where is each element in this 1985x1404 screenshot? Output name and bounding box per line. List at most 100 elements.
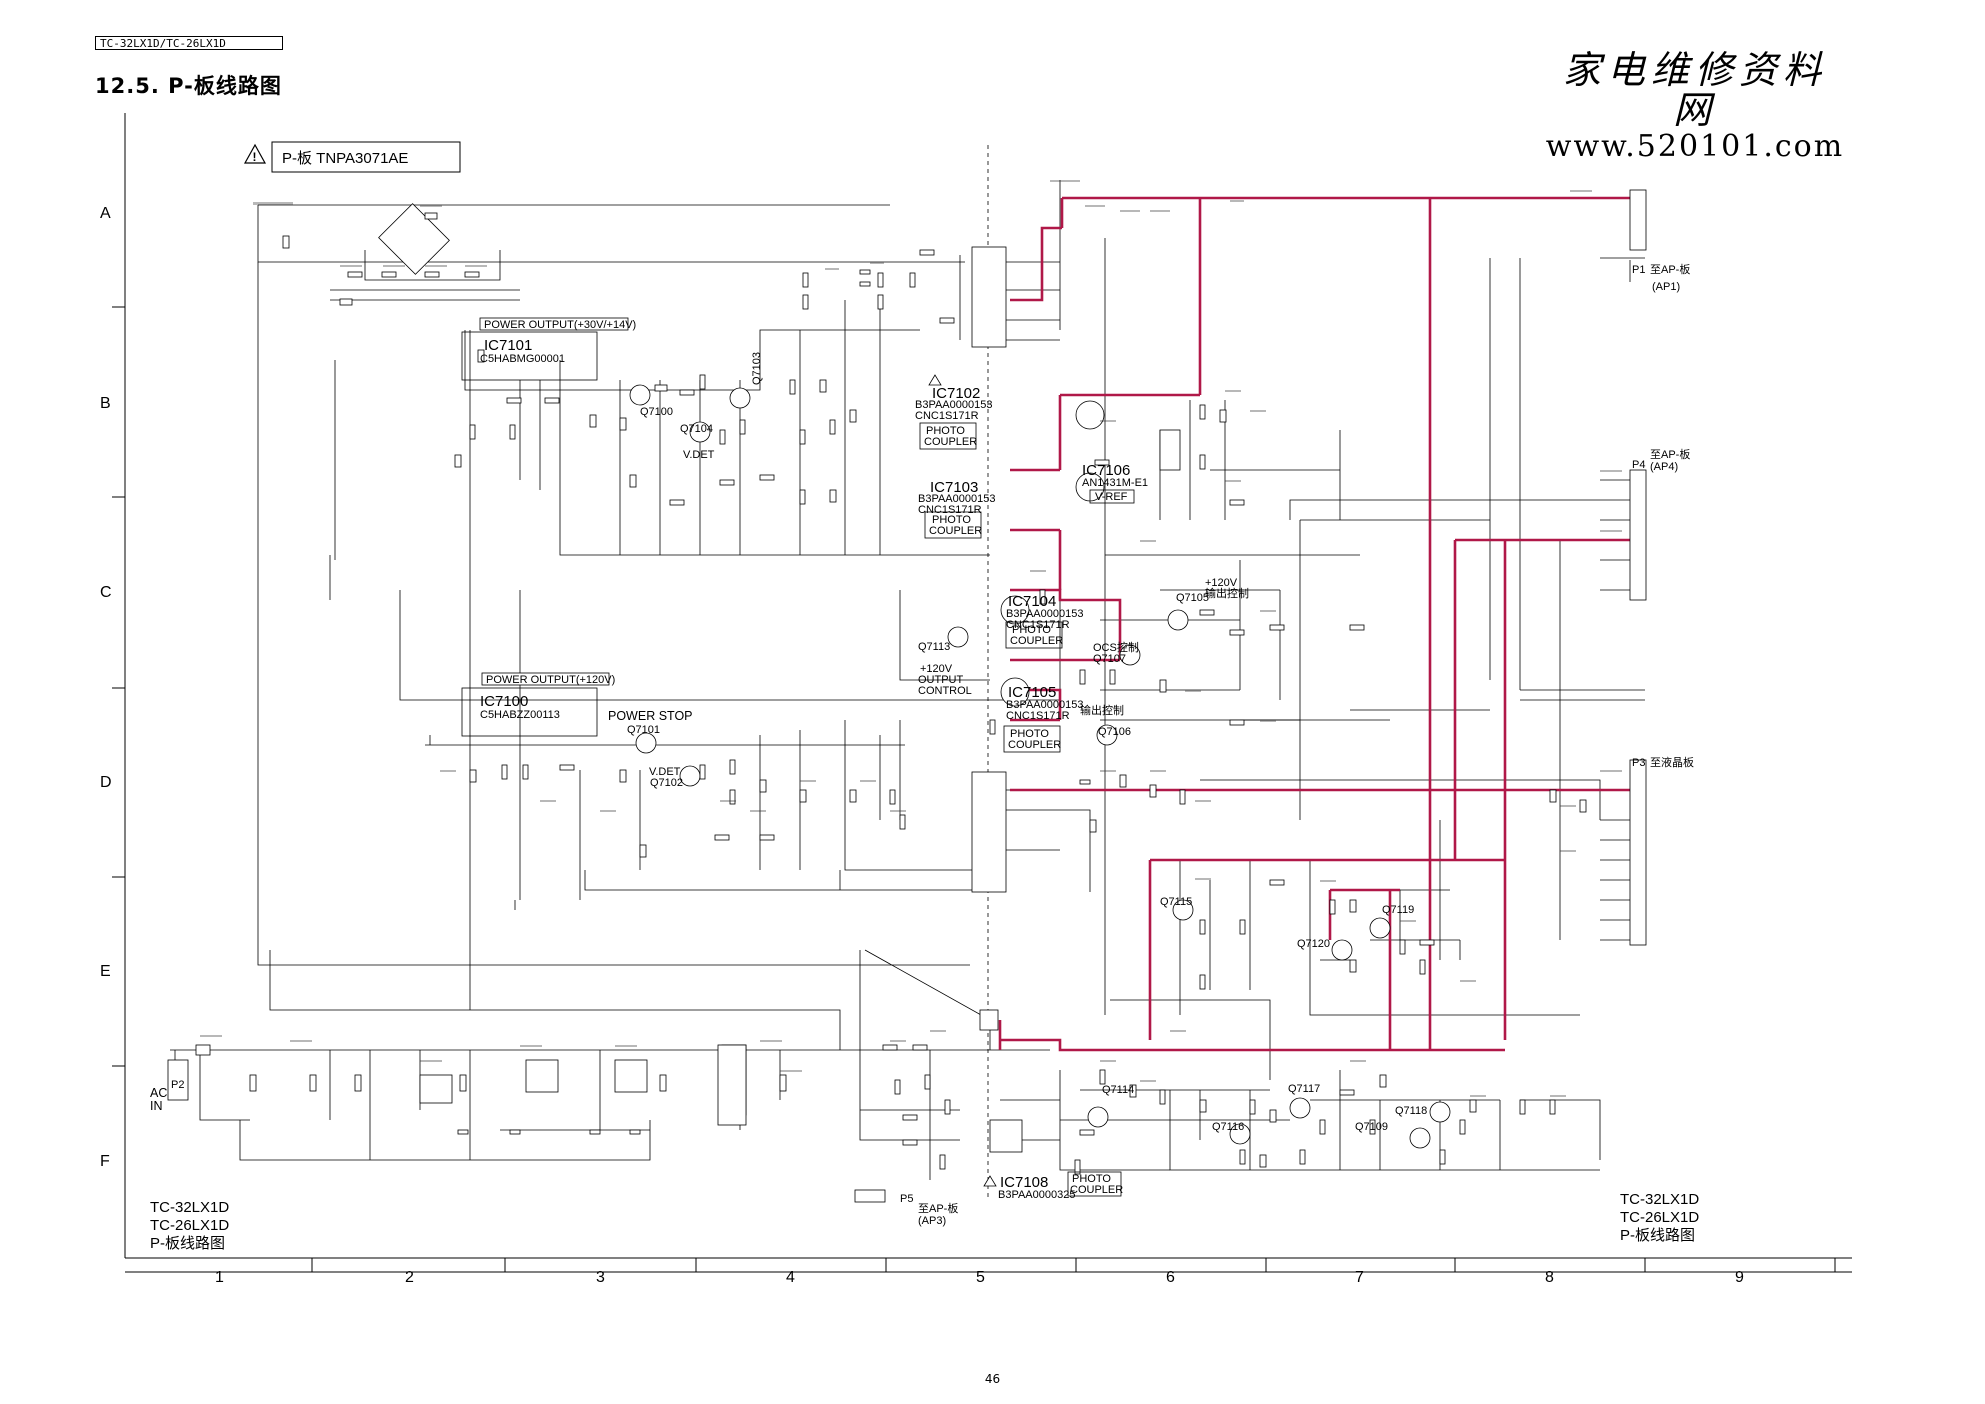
label-ic7104-part: B3PAA0000153 xyxy=(1006,608,1083,620)
grid-row-labels: A B C D E F xyxy=(100,205,112,1170)
label-output: OUTPUT xyxy=(918,674,964,686)
label-p2: P2 xyxy=(171,1079,184,1091)
label-ic7103-photo: PHOTO xyxy=(932,514,971,526)
label-ic7100: IC7100 xyxy=(480,693,528,710)
label-plus120v: +120V xyxy=(920,663,953,675)
label-q7115: Q7115 xyxy=(1160,896,1192,908)
col-label-3: 3 xyxy=(596,1269,605,1286)
label-ac-in-2: IN xyxy=(150,1099,163,1113)
label-ic7101-part: C5HABMG00001 xyxy=(480,353,565,365)
label-ic7104: IC7104 xyxy=(1008,593,1056,610)
warning-icon xyxy=(243,143,267,164)
label-p5: P5 xyxy=(900,1193,913,1205)
label-vdet-2: V.DET xyxy=(649,766,681,778)
grid-frame xyxy=(112,113,1852,1273)
col-label-4: 4 xyxy=(786,1269,795,1286)
label-ic7102-coupler: COUPLER xyxy=(924,436,977,448)
label-ic7102-part2: CNC1S171R xyxy=(915,410,979,422)
board-label: ! P-板 TNPA3071AE xyxy=(243,141,461,173)
highlighted-traces xyxy=(998,196,1645,1052)
label-q7105: Q7105 xyxy=(1176,592,1209,604)
label-power-stop: POWER STOP xyxy=(608,709,693,723)
label-ic7108-photo: PHOTO xyxy=(1072,1173,1111,1185)
label-q7114: Q7114 xyxy=(1102,1084,1134,1096)
label-q7101: Q7101 xyxy=(627,724,660,736)
col-label-8: 8 xyxy=(1545,1269,1554,1286)
label-ic7102: IC7102 xyxy=(932,385,980,402)
watermark-line2: www.520101.com xyxy=(1545,129,1845,164)
row-label-d: D xyxy=(100,774,112,791)
label-p4: P4 xyxy=(1632,459,1645,471)
col-label-5: 5 xyxy=(976,1269,985,1286)
label-power-output-120v: POWER OUTPUT(+120V) xyxy=(486,674,615,686)
wiring xyxy=(170,180,1645,1180)
label-ic7105-photo: PHOTO xyxy=(1010,728,1049,740)
label-ic7104-photo: PHOTO xyxy=(1012,624,1051,636)
footer-left-line1: TC-32LX1D xyxy=(150,1199,229,1216)
label-ic7105-part: B3PAA0000153 xyxy=(1006,699,1083,711)
label-q7106-ctrl: 输出控制 xyxy=(1080,703,1124,717)
label-ic7105-part2: CNC1S171R xyxy=(1006,710,1070,722)
schematic-labels: POWER OUTPUT(+30V/+14V) IC7101 C5HABMG00… xyxy=(150,262,1699,1252)
footer-left-line3: P-板线路图 xyxy=(150,1234,225,1252)
label-ic7100-part: C5HABZZ00113 xyxy=(480,709,560,721)
label-ic7105-coupler: COUPLER xyxy=(1008,739,1061,751)
row-label-b: B xyxy=(100,395,111,412)
label-q7103: Q7103 xyxy=(751,352,763,385)
label-q7106: Q7106 xyxy=(1098,726,1131,738)
col-label-1: 1 xyxy=(215,1269,224,1286)
label-ac-in-1: AC xyxy=(150,1086,167,1100)
label-ic7106-part: AN1431M-E1 xyxy=(1082,477,1148,489)
label-ic7108: IC7108 xyxy=(1000,1174,1048,1191)
label-ic7102-photo: PHOTO xyxy=(926,425,965,437)
col-label-6: 6 xyxy=(1166,1269,1175,1286)
label-q7100: Q7100 xyxy=(640,406,673,418)
footer-left-line2: TC-26LX1D xyxy=(150,1217,229,1234)
label-q7102: Q7102 xyxy=(650,777,683,789)
row-label-f: F xyxy=(100,1153,110,1170)
label-q7107: Q7107 xyxy=(1093,653,1126,665)
label-p5-ref: (AP3) xyxy=(918,1215,946,1227)
label-q7109: Q7109 xyxy=(1355,1121,1388,1133)
section-title: 12.5. P-板线路图 xyxy=(95,74,282,98)
col-label-7: 7 xyxy=(1355,1269,1364,1286)
label-ic7103-coupler: COUPLER xyxy=(929,525,982,537)
tiny-labels xyxy=(200,180,1622,1097)
label-p5-target: 至AP-板 xyxy=(918,1201,958,1215)
row-label-c: C xyxy=(100,584,112,601)
label-ic7101: IC7101 xyxy=(484,337,532,354)
grid-col-labels: 1 2 3 4 5 6 7 8 9 xyxy=(215,1269,1744,1286)
label-ic7108-part: B3PAA0000325 xyxy=(998,1189,1075,1201)
watermark: 家电维修资料网 www.520101.com xyxy=(1545,50,1845,164)
label-ic7106: IC7106 xyxy=(1082,462,1130,479)
label-p3: P3 xyxy=(1632,757,1645,769)
row-label-e: E xyxy=(100,963,111,980)
svg-text:!: ! xyxy=(253,150,257,164)
label-ic7102-part: B3PAA0000153 xyxy=(915,399,992,411)
label-p1-target: 至AP-板 xyxy=(1650,262,1690,276)
label-q7117: Q7117 xyxy=(1288,1083,1320,1095)
label-q7118: Q7118 xyxy=(1395,1105,1427,1117)
label-ic7103-part: B3PAA0000153 xyxy=(918,493,995,505)
label-ic7103-part2: CNC1S171R xyxy=(918,504,982,516)
label-ic7106-vref: V-REF xyxy=(1095,491,1128,503)
label-q7113: Q7113 xyxy=(918,641,950,653)
label-p1-ref: (AP1) xyxy=(1652,281,1680,293)
label-p1: P1 xyxy=(1632,264,1645,276)
label-power-output-30v: POWER OUTPUT(+30V/+14V) xyxy=(484,319,636,331)
footer-right-line3: P-板线路图 xyxy=(1620,1226,1695,1244)
label-plus120v-top: +120V xyxy=(1205,577,1238,589)
footer-right-line2: TC-26LX1D xyxy=(1620,1209,1699,1226)
model-tab: TC-32LX1D/TC-26LX1D xyxy=(95,36,283,50)
label-ic7105: IC7105 xyxy=(1008,684,1056,701)
label-p3-target: 至液晶板 xyxy=(1650,755,1694,769)
label-control: CONTROL xyxy=(918,685,972,697)
components xyxy=(167,189,1647,1203)
label-ocs-ctrl: OCS控制 xyxy=(1093,640,1139,654)
col-label-9: 9 xyxy=(1735,1269,1744,1286)
watermark-line1: 家电维修资料网 xyxy=(1562,48,1827,132)
label-p4-target: 至AP-板 xyxy=(1650,447,1690,461)
label-ic7104-coupler: COUPLER xyxy=(1010,635,1063,647)
label-q7104: Q7104 xyxy=(680,423,713,435)
